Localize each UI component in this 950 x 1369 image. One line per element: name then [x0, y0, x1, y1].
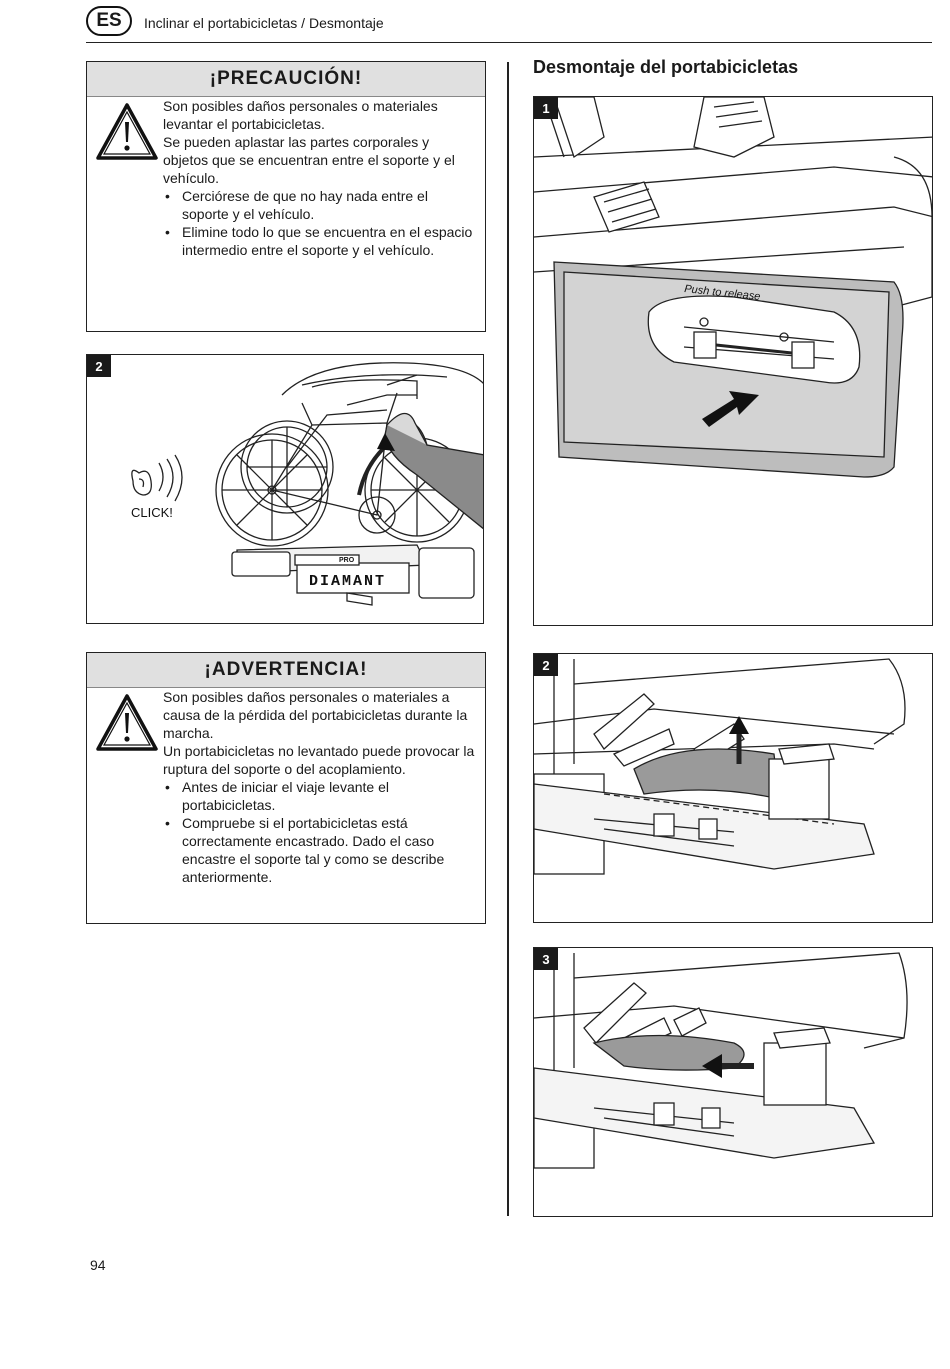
warning-list: •Antes de iniciar el viaje levante el po… — [163, 778, 477, 886]
figure-release-lever: 1 Push t — [533, 96, 933, 626]
language-badge: ES — [86, 6, 132, 36]
header-title: Inclinar el portabicicletas / Desmontaje — [144, 15, 384, 31]
plate-label: DIAMANT — [309, 573, 386, 590]
figure-number: 2 — [534, 654, 558, 676]
caution-text: Son posibles daños personales o material… — [163, 97, 477, 259]
brand-label: PRO — [339, 557, 355, 564]
figure-number: 2 — [87, 355, 111, 377]
page-number: 94 — [90, 1257, 106, 1273]
header-rule — [86, 42, 932, 43]
release-lever-illustration: Push to release — [534, 97, 932, 478]
list-item: •Elimine todo lo que se encuentra en el … — [165, 224, 473, 258]
caution-box: ¡PRECAUCIÓN! Son posibles daños personal… — [86, 61, 486, 332]
warning-title: ¡ADVERTENCIA! — [87, 653, 485, 688]
figure-number: 3 — [534, 948, 558, 970]
caution-title: ¡PRECAUCIÓN! — [87, 62, 485, 97]
figure-lift-carrier: 2 — [533, 653, 933, 923]
warning-text: Son posibles daños personales o material… — [163, 688, 477, 886]
warning-triangle-icon — [96, 694, 158, 751]
click-label: CLICK! — [131, 505, 173, 520]
warning-triangle-icon — [96, 103, 158, 160]
section-heading: Desmontaje del portabicicletas — [533, 57, 799, 77]
caution-list: •Cerciórese de que no hay nada entre el … — [163, 187, 477, 259]
list-item: •Cerciórese de que no hay nada entre el … — [165, 188, 428, 222]
list-item: •Compruebe si el portabicicletas está co… — [165, 815, 445, 885]
list-item: •Antes de iniciar el viaje levante el po… — [165, 779, 390, 813]
fold-strap-illustration — [534, 952, 908, 1169]
caution-paragraph: Son posibles daños personales o material… — [163, 98, 438, 132]
caution-paragraph: Se pueden aplastar las partes corporales… — [163, 134, 455, 186]
figure-number: 1 — [534, 97, 558, 119]
figure-tilt-carrier: 2 — [86, 354, 484, 624]
warning-box: ¡ADVERTENCIA! Son posibles daños persona… — [86, 652, 486, 924]
bike-carrier-illustration: CLICK! PRO DIAMANT — [131, 362, 483, 606]
figure-fold-strap: 3 — [533, 947, 933, 1217]
lift-carrier-illustration — [534, 658, 906, 875]
warning-paragraph: Un portabicicletas no levantado puede pr… — [163, 743, 475, 777]
column-divider — [507, 62, 509, 1216]
warning-paragraph: Son posibles daños personales o material… — [163, 689, 468, 741]
